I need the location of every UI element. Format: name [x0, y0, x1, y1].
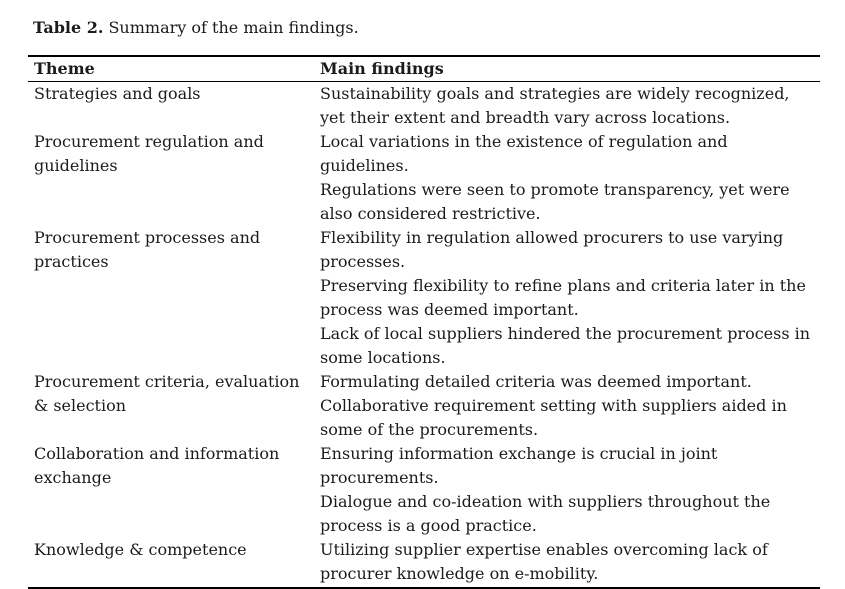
- findings-cell: Local variations in the existence of reg…: [320, 130, 820, 226]
- table-row: Knowledge & competence Utilizing supplier…: [28, 538, 820, 586]
- theme-cell: Collaboration and information exchange: [34, 444, 280, 487]
- findings-cell: Utilizing supplier expertise enables ove…: [320, 538, 820, 586]
- finding-text: Preserving flexibility to refine plans a…: [320, 276, 806, 319]
- finding-text: Utilizing supplier expertise enables ove…: [320, 540, 768, 583]
- finding-text: Formulating detailed criteria was deemed…: [320, 372, 752, 391]
- table-row: Procurement processes and practices Flexi…: [28, 226, 820, 370]
- finding-text: Ensuring information exchange is crucial…: [320, 444, 718, 487]
- finding-text: Lack of local suppliers hindered the pro…: [320, 324, 811, 367]
- table-caption: Table 2.Summary of the main findings.: [33, 16, 845, 40]
- findings-cell: Ensuring information exchange is crucial…: [320, 442, 820, 538]
- theme-cell: Knowledge & competence: [34, 540, 247, 559]
- table-row: Procurement regulation and guidelines Loc…: [28, 130, 820, 226]
- theme-cell: Strategies and goals: [34, 84, 201, 103]
- finding-text: Dialogue and co-ideation with suppliers …: [320, 492, 771, 535]
- finding-text: Regulations were seen to promote transpa…: [320, 180, 790, 223]
- table-caption-text: Summary of the main findings.: [108, 18, 359, 37]
- table-row: Collaboration and information exchange En…: [28, 442, 820, 538]
- document-page: Table 2.Summary of the main findings. Th…: [28, 16, 845, 589]
- findings-cell: Flexibility in regulation allowed procur…: [320, 226, 820, 370]
- theme-cell: Procurement processes and practices: [34, 228, 261, 271]
- column-header-main-findings: Main findings: [320, 59, 444, 78]
- table-header-row: Theme Main findings: [28, 57, 820, 82]
- findings-cell: Sustainability goals and strategies are …: [320, 82, 820, 130]
- finding-text: Collaborative requirement setting with s…: [320, 396, 787, 439]
- table-row: Strategies and goals Sustainability goals…: [28, 82, 820, 130]
- table-caption-label: Table 2.: [33, 18, 104, 37]
- findings-table: Theme Main findings Strategies and goals…: [28, 55, 820, 589]
- theme-cell: Procurement criteria, evaluation & selec…: [34, 372, 300, 415]
- finding-text: Local variations in the existence of reg…: [320, 132, 728, 175]
- theme-cell: Procurement regulation and guidelines: [34, 132, 264, 175]
- table-body: Strategies and goals Sustainability goals…: [28, 82, 820, 587]
- table-row: Procurement criteria, evaluation & selec…: [28, 370, 820, 442]
- finding-text: Sustainability goals and strategies are …: [320, 84, 790, 127]
- finding-text: Flexibility in regulation allowed procur…: [320, 228, 784, 271]
- findings-cell: Formulating detailed criteria was deemed…: [320, 370, 820, 442]
- column-header-theme: Theme: [34, 59, 95, 78]
